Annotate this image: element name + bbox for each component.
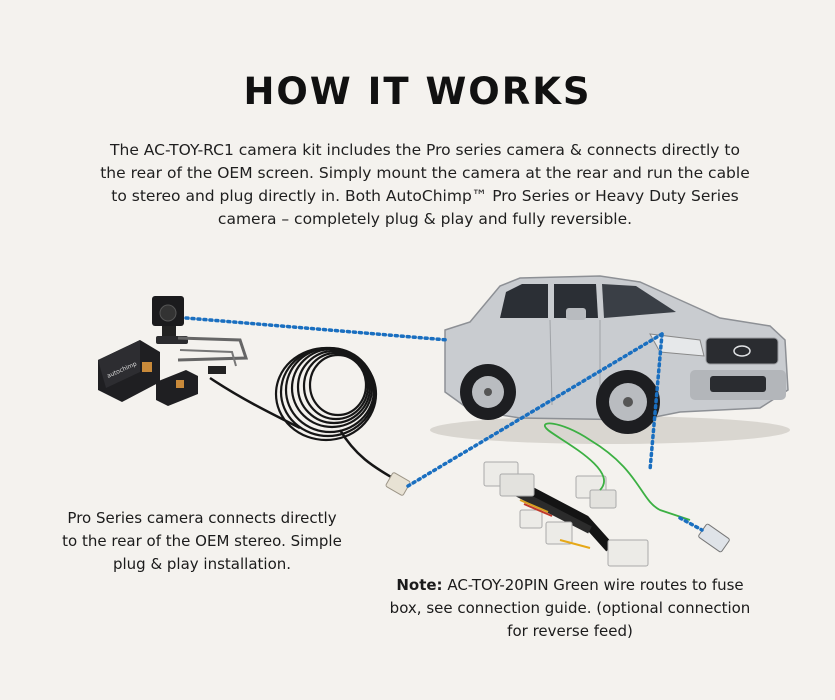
dash-to-harness-line xyxy=(648,332,664,472)
cable-to-dash-line xyxy=(406,332,664,488)
note-label: Note: xyxy=(396,576,443,594)
cable-connector-image xyxy=(385,472,411,496)
cable-coil-image xyxy=(208,346,397,482)
wiring-harness-image xyxy=(483,422,730,567)
harness-note: Note: AC-TOY-20PIN Green wire routes to … xyxy=(385,574,755,643)
mounting-bracket-image: autochimp xyxy=(98,340,198,406)
camera-to-truck-rear-line xyxy=(184,316,450,342)
camera-caption: Pro Series camera connects directly to t… xyxy=(62,509,342,573)
camera-image xyxy=(152,296,249,367)
green-wire-extension-line xyxy=(678,516,704,532)
intro-paragraph: The AC-TOY-RC1 camera kit includes the P… xyxy=(100,141,750,228)
page-title: HOW IT WORKS xyxy=(243,70,592,113)
note-text: AC-TOY-20PIN Green wire routes to fuse b… xyxy=(389,576,751,640)
connection-lines xyxy=(184,316,704,532)
truck-image xyxy=(430,275,790,444)
